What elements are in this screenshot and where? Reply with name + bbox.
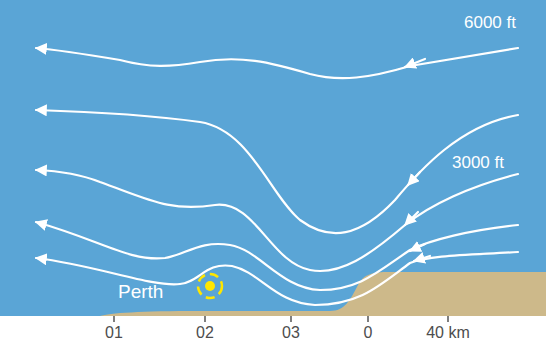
distance-label: 0 [364, 325, 373, 341]
distance-label: 01 [105, 325, 123, 341]
altitude-label: 6000 ft [464, 14, 516, 31]
place-label: Perth [118, 282, 163, 301]
sky-background [0, 0, 546, 316]
distance-label: 40 km [426, 325, 470, 341]
distance-label: 03 [282, 325, 300, 341]
axis-ticks [114, 316, 448, 322]
distance-label: 02 [196, 325, 214, 341]
rotor-symbol [198, 274, 222, 298]
terrain [100, 272, 546, 316]
altitude-label: 3000 ft [452, 154, 504, 171]
streamlines [36, 48, 518, 305]
